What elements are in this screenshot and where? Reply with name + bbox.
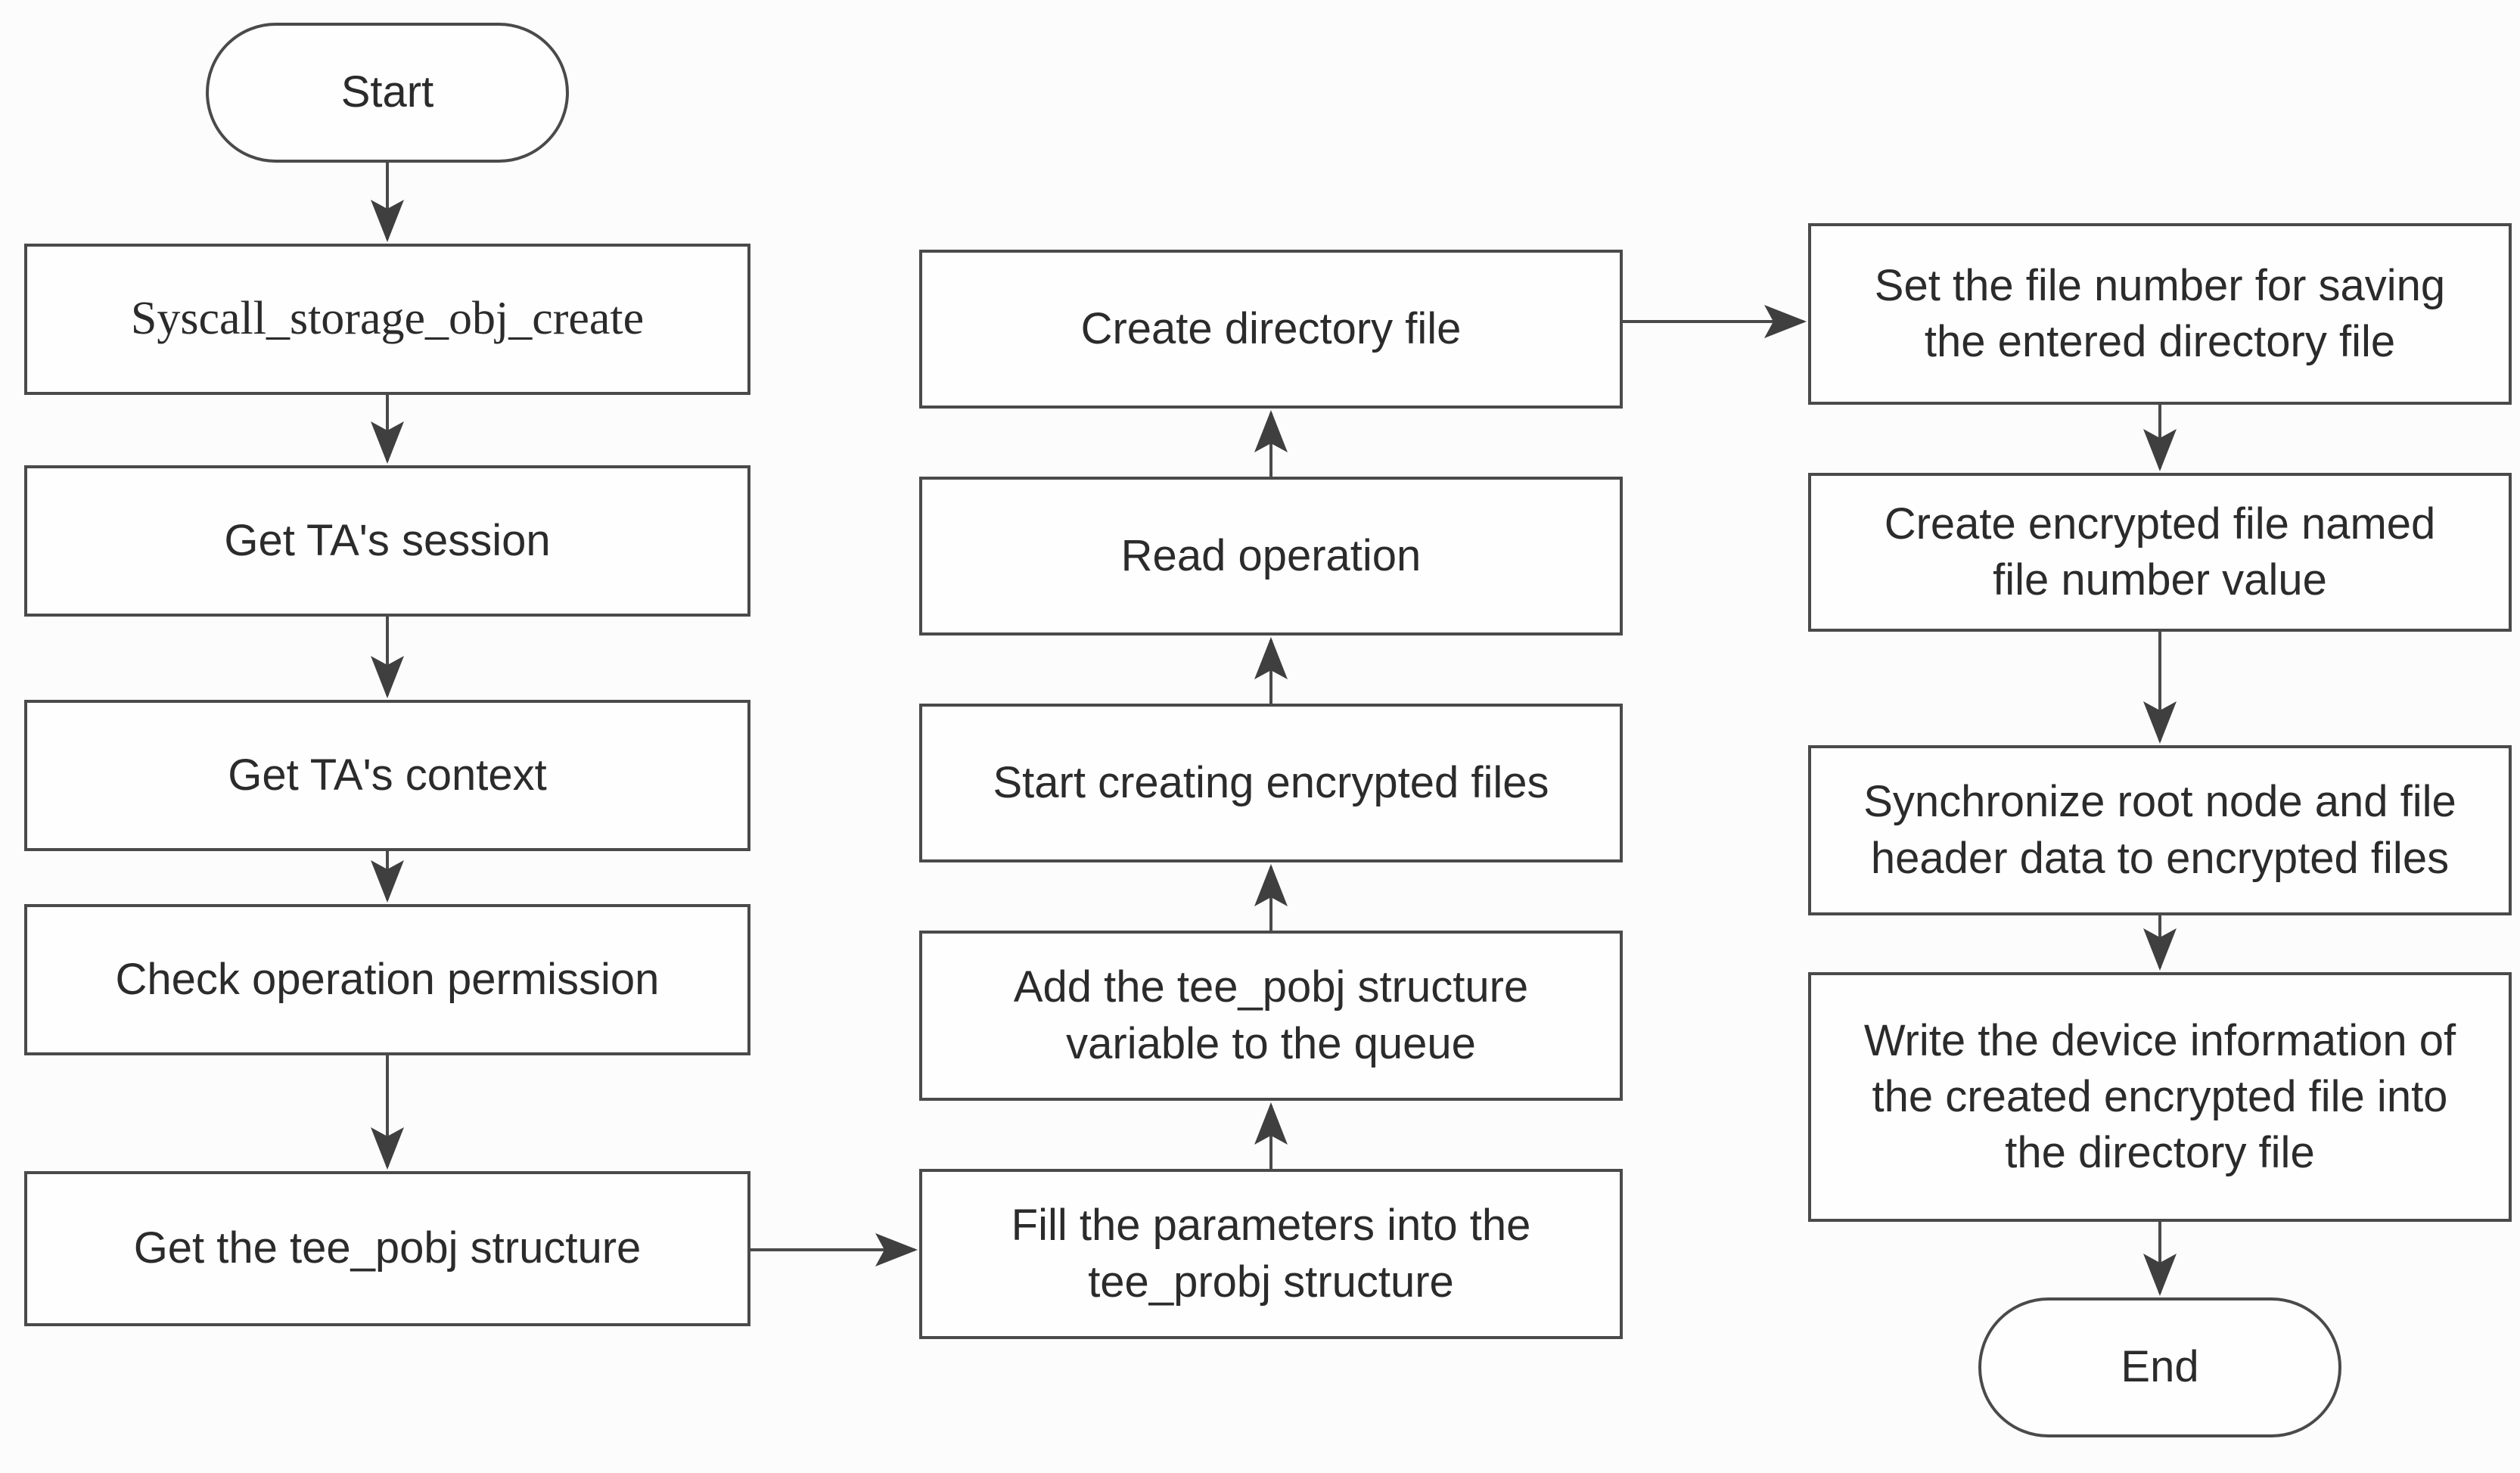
node-sync-root-label: Synchronize root node and file header da… [1863,777,2456,883]
node-set-file-number-label: Set the file number for saving the enter… [1874,260,2446,366]
node-get-pobj: Get the tee_pobj structure [24,1171,750,1326]
node-syscall-create-label: Syscall_storage_obj_create [130,293,645,345]
node-sync-root: Synchronize root node and file header da… [1808,745,2512,915]
node-fill-params-label: Fill the parameters into the tee_probj s… [1011,1201,1531,1307]
node-read-operation: Read operation [919,477,1623,636]
node-end-label: End [2121,1342,2199,1392]
node-end: End [1978,1297,2341,1437]
node-get-context: Get TA's context [24,700,750,851]
node-write-device-label: Write the device information of the crea… [1863,1015,2456,1178]
node-write-device: Write the device information of the crea… [1808,972,2512,1222]
node-check-permission: Check operation permission [24,904,750,1055]
node-get-pobj-label: Get the tee_pobj structure [133,1223,642,1273]
node-start: Start [206,23,569,163]
node-get-context-label: Get TA's context [228,750,547,800]
node-create-directory-label: Create directory file [1080,303,1462,353]
node-check-permission-label: Check operation permission [115,954,660,1004]
node-create-directory: Create directory file [919,250,1623,409]
node-set-file-number: Set the file number for saving the enter… [1808,223,2512,405]
node-add-queue-label: Add the tee_pobj structure variable to t… [1013,962,1529,1068]
node-read-operation-label: Read operation [1120,530,1422,580]
node-create-encrypted-label: Create encrypted file named file number … [1884,499,2436,604]
node-get-session-label: Get TA's session [224,515,551,565]
node-start-label: Start [340,67,434,117]
node-start-encrypted-label: Start creating encrypted files [993,757,1549,807]
node-create-encrypted: Create encrypted file named file number … [1808,473,2512,632]
node-fill-params: Fill the parameters into the tee_probj s… [919,1169,1623,1339]
node-add-queue: Add the tee_pobj structure variable to t… [919,931,1623,1101]
node-syscall-create: Syscall_storage_obj_create [24,244,750,395]
node-get-session: Get TA's session [24,465,750,617]
node-start-encrypted: Start creating encrypted files [919,704,1623,862]
